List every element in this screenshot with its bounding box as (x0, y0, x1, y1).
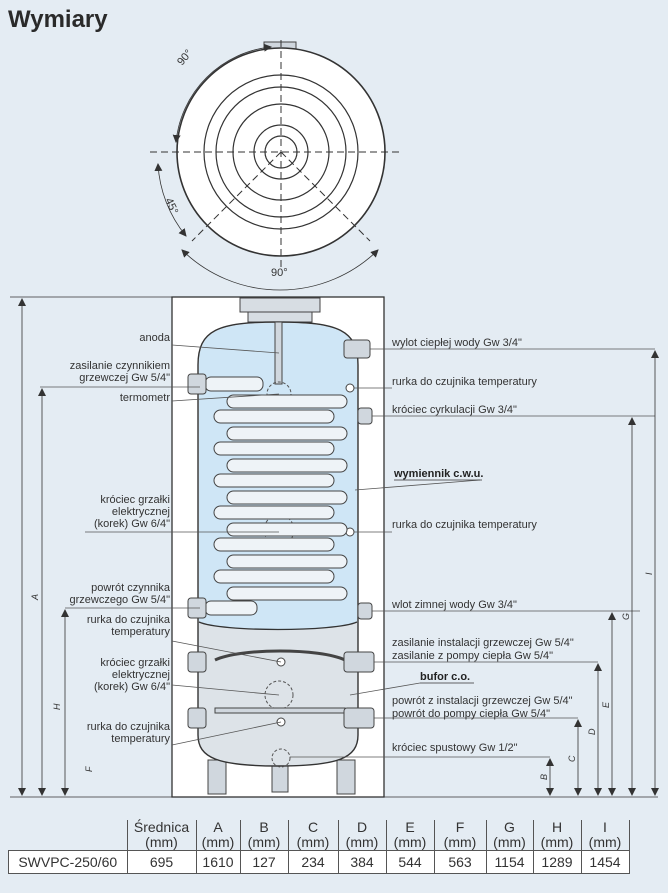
label-rurka-left-1: rurka do czujnika (87, 614, 171, 626)
label-termometr: termometr (120, 392, 170, 404)
col-header-d: D(mm) (337, 820, 387, 851)
dim-letter-g: G (621, 613, 631, 620)
dim-letter-d: D (587, 728, 597, 735)
dimensions-table: Średnica(mm) A(mm) B(mm) C(mm) D(mm) E(m… (8, 820, 630, 874)
label-cyrkulacja: króciec cyrkulacji Gw 3/4" (392, 404, 517, 416)
cell-g: 1154 (485, 850, 534, 874)
cell-d: 384 (337, 850, 387, 874)
label-krociec-grzalki2-3: (korek) Gw 6/4" (94, 681, 170, 693)
angle-left: 45° (162, 196, 180, 216)
dim-letter-f: F (84, 766, 94, 772)
label-wlot: wlot zimnej wody Gw 3/4" (391, 599, 517, 611)
label-krociec-grzalki2-1: króciec grzałki (100, 657, 170, 669)
label-spustowy: króciec spustowy Gw 1/2" (392, 742, 518, 754)
label-zasilanie-pompy: zasilanie z pompy ciepła Gw 5/4" (392, 650, 553, 662)
cell-f: 563 (433, 850, 487, 874)
coil-exchanger (204, 376, 348, 616)
label-zasilanie-1: zasilanie czynnikiem (70, 360, 170, 372)
cell-h: 1289 (532, 850, 582, 874)
angle-bottom: 90° (271, 267, 288, 279)
label-zasilanie-2: grzewczej Gw 5/4" (79, 372, 170, 384)
label-rurka-right1: rurka do czujnika temperatury (392, 376, 537, 388)
dim-letter-h: H (52, 703, 62, 710)
label-krociec-grzalki-3: (korek) Gw 6/4" (94, 518, 170, 530)
table-row: SWVPC-250/60 695 1610 127 234 384 544 56… (8, 850, 630, 874)
cell-model: SWVPC-250/60 (8, 850, 128, 874)
top-view: 90° 45° 90° (150, 40, 400, 291)
dim-letter-e: E (601, 701, 611, 708)
label-rurka-left2-1: rurka do czujnika (87, 721, 171, 733)
label-rurka-left-2: temperatury (111, 626, 170, 638)
technical-drawing: 90° 45° 90° (10, 40, 659, 798)
label-powrot-pompy: powrót do pompy ciepła Gw 5/4" (392, 708, 550, 720)
left-labels (40, 344, 282, 746)
label-rurka-right2: rurka do czujnika temperatury (392, 519, 537, 531)
cell-e: 544 (385, 850, 435, 874)
dim-letter-c: C (567, 755, 577, 762)
cell-a: 1610 (195, 850, 241, 874)
col-header-f: F(mm) (433, 820, 487, 851)
label-krociec-grzalki2-2: elektrycznej (112, 669, 170, 681)
label-rurka-left2-2: temperatury (111, 733, 170, 745)
dimension-lines (10, 296, 659, 798)
label-wylot: wylot ciepłej wody Gw 3/4" (391, 337, 522, 349)
label-powrot-inst: powrót z instalacji grzewczej Gw 5/4" (392, 695, 573, 707)
col-header-g: G(mm) (485, 820, 534, 851)
cell-b: 127 (239, 850, 289, 874)
angle-top: 90° (175, 47, 195, 67)
label-powrot-1: powrót czynnika (91, 582, 171, 594)
col-header-e: E(mm) (385, 820, 435, 851)
col-header-c: C(mm) (287, 820, 339, 851)
col-header-a: A(mm) (195, 820, 241, 851)
cell-srednica: 695 (126, 850, 197, 874)
cell-i: 1454 (580, 850, 630, 874)
dim-letter-i: I (644, 572, 654, 575)
label-krociec-grzalki-1: króciec grzałki (100, 494, 170, 506)
col-header-srednica: Średnica(mm) (126, 820, 197, 851)
label-powrot-2: grzewczego Gw 5/4" (69, 594, 170, 606)
right-labels (290, 348, 655, 758)
col-header-i: I(mm) (580, 820, 630, 851)
page-title: Wymiary (8, 6, 108, 33)
table-header-row: Średnica(mm) A(mm) B(mm) C(mm) D(mm) E(m… (8, 820, 630, 851)
label-bufor: bufor c.o. (420, 671, 470, 683)
label-zasilanie-inst: zasilanie instalacji grzewczej Gw 5/4" (392, 637, 574, 649)
dim-letter-a: A (30, 594, 40, 601)
dim-letter-b: B (539, 774, 549, 780)
label-anoda: anoda (139, 332, 170, 344)
label-krociec-grzalki-2: elektrycznej (112, 506, 170, 518)
label-wymiennik: wymiennik c.w.u. (393, 468, 483, 480)
cell-c: 234 (287, 850, 339, 874)
tank-front-view (171, 296, 385, 798)
col-header-b: B(mm) (239, 820, 289, 851)
col-header-h: H(mm) (532, 820, 582, 851)
